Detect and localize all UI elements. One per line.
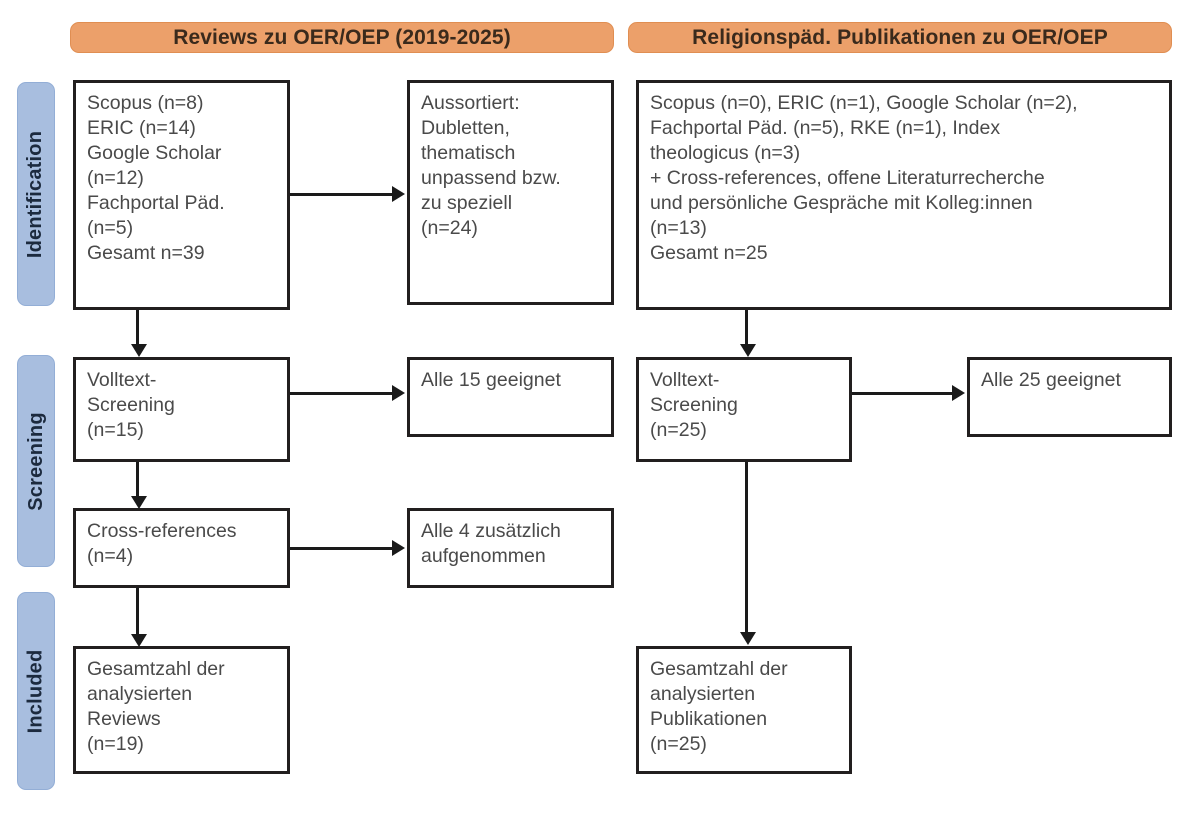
connector-left-ident-to-screening [136,310,139,346]
connector-right-screening-to-included [745,462,748,634]
arrowhead-left-screening-to-crossrefs [131,496,147,509]
connector-right-ident-to-screening [745,310,748,346]
connector-left-crossrefs-to-included [136,588,139,636]
arrowhead-right-screening-to-included [740,632,756,645]
arrowhead-left-crossrefs-to-result [392,540,405,556]
box-right-identification: Scopus (n=0), ERIC (n=1), Google Scholar… [636,80,1172,310]
banner-religionspaed-label: Religionspäd. Publikationen zu OER/OEP [692,25,1108,49]
box-right-screening: Volltext- Screening (n=25) [636,357,852,462]
connector-right-screening-to-result [852,392,954,395]
box-left-crossrefs-result: Alle 4 zusätzlich aufgenommen [407,508,614,588]
connector-left-screening-to-crossrefs [136,462,139,498]
phase-bar-identification: Identification [17,82,55,306]
box-left-crossrefs: Cross-references (n=4) [73,508,290,588]
box-left-screening: Volltext- Screening (n=15) [73,357,290,462]
connector-left-screening-to-result [290,392,394,395]
phase-label-identification: Identification [24,130,47,258]
banner-reviews-label: Reviews zu OER/OEP (2019-2025) [173,25,511,49]
arrowhead-left-ident-to-excluded [392,186,405,202]
banner-religionspaed: Religionspäd. Publikationen zu OER/OEP [628,22,1172,53]
box-left-included: Gesamtzahl der analysierten Reviews (n=1… [73,646,290,774]
connector-left-ident-to-excluded [290,193,394,196]
arrowhead-left-screening-to-result [392,385,405,401]
phase-label-screening: Screening [24,411,47,511]
phase-bar-included: Included [17,592,55,790]
arrowhead-right-ident-to-screening [740,344,756,357]
box-left-identification: Scopus (n=8) ERIC (n=14) Google Scholar … [73,80,290,310]
phase-label-included: Included [24,649,47,733]
box-right-included: Gesamtzahl der analysierten Publikatione… [636,646,852,774]
arrowhead-left-ident-to-screening [131,344,147,357]
phase-bar-screening: Screening [17,355,55,567]
arrowhead-left-crossrefs-to-included [131,634,147,647]
box-left-screening-result: Alle 15 geeignet [407,357,614,437]
connector-left-crossrefs-to-result [290,547,394,550]
arrowhead-right-screening-to-result [952,385,965,401]
box-left-excluded: Aussortiert: Dubletten, thematisch unpas… [407,80,614,305]
banner-reviews: Reviews zu OER/OEP (2019-2025) [70,22,614,53]
box-right-screening-result: Alle 25 geeignet [967,357,1172,437]
